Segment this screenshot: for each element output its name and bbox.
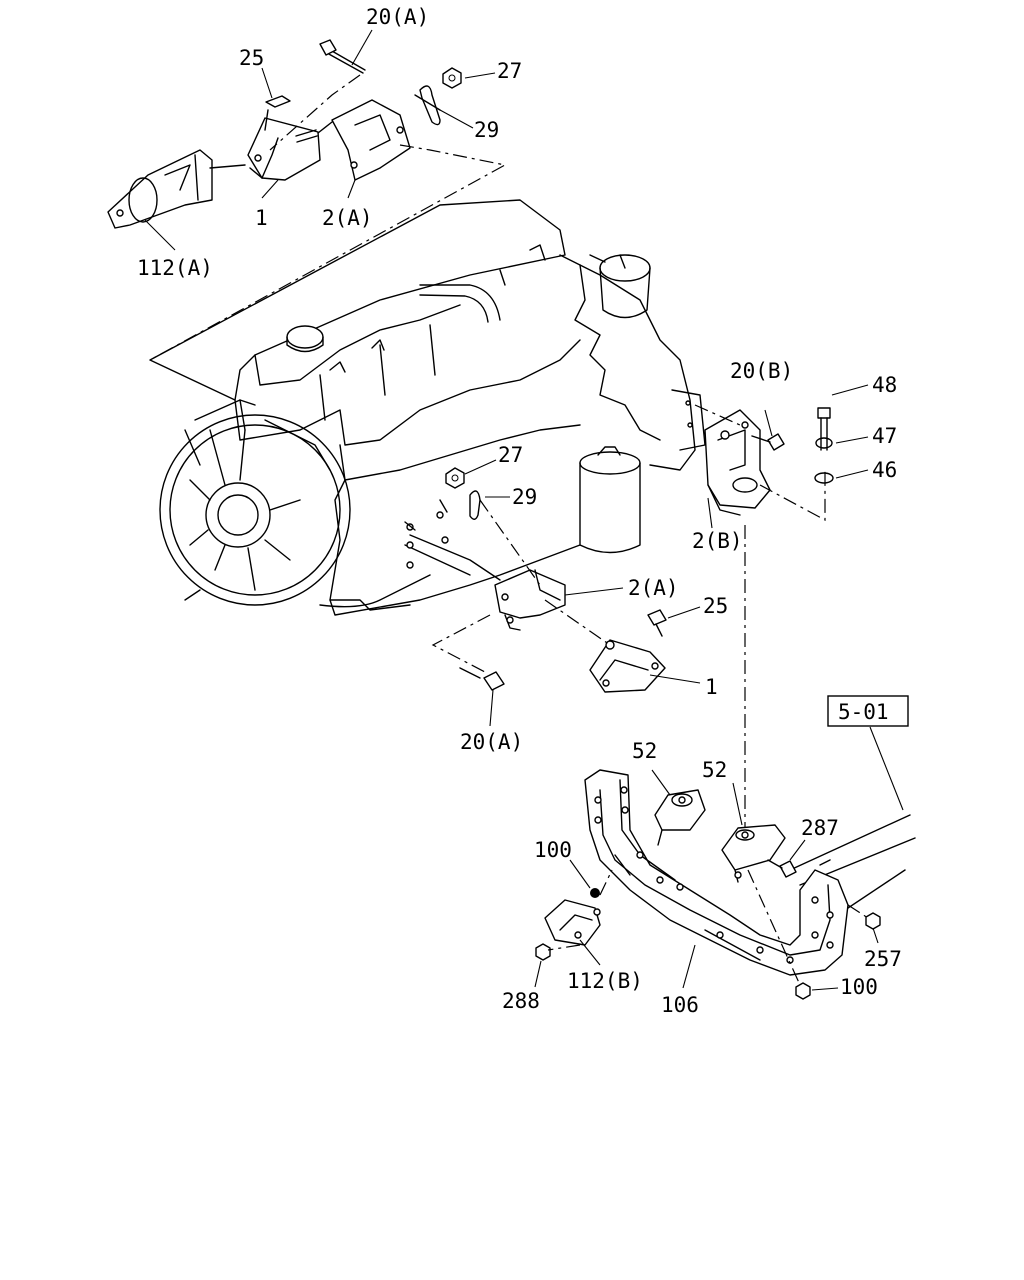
label-100-lower: 100 (840, 975, 878, 999)
leader-lines (144, 29, 904, 991)
label-112a: 112(A) (137, 256, 213, 280)
label-1-top: 1 (255, 206, 268, 230)
upper-front-mount-group (107, 39, 507, 361)
bracket-2b (704, 409, 771, 509)
label-20a-bot: 20(A) (460, 730, 523, 754)
label-2a-top: 2(A) (322, 206, 373, 230)
label-29-mid: 29 (512, 485, 537, 509)
label-2b: 2(B) (692, 529, 743, 553)
label-20a-top: 20(A) (366, 5, 429, 29)
crossmember-106 (584, 769, 849, 976)
label-25-mid: 25 (703, 594, 728, 618)
label-47: 47 (872, 424, 897, 448)
rear-mount-group (694, 404, 834, 830)
label-106: 106 (661, 993, 699, 1017)
lower-front-mount-group (431, 467, 667, 693)
label-288: 288 (502, 989, 540, 1013)
label-2a-mid: 2(A) (628, 576, 679, 600)
label-287: 287 (801, 816, 839, 840)
engine-block-drawing (149, 199, 706, 616)
bracket-2a-top (331, 99, 411, 181)
label-48: 48 (872, 373, 897, 397)
label-ref-5-01: 5-01 (838, 700, 889, 724)
label-1-mid: 1 (705, 675, 718, 699)
part-labels: 20(A) 25 27 29 1 2(A) 112(A) 20(B) 48 47… (137, 5, 902, 1017)
label-25-top: 25 (239, 46, 264, 70)
bracket-112a (107, 149, 213, 229)
label-29-top: 29 (474, 118, 499, 142)
bracket-112b (544, 899, 601, 946)
rubber-mount-mid (589, 639, 666, 693)
crossmember-frame (535, 769, 916, 1000)
reference-box (827, 695, 909, 727)
rubber-mount-top (247, 117, 321, 181)
label-46: 46 (872, 458, 897, 482)
label-52-right: 52 (702, 758, 727, 782)
rubber-mount-52-right (721, 824, 786, 871)
label-27-top: 27 (497, 59, 522, 83)
label-20b: 20(B) (730, 359, 793, 383)
label-27-mid: 27 (498, 443, 523, 467)
label-257: 257 (864, 947, 902, 971)
label-112b: 112(B) (567, 969, 643, 993)
label-52-left: 52 (632, 739, 657, 763)
label-100-upper: 100 (534, 838, 572, 862)
